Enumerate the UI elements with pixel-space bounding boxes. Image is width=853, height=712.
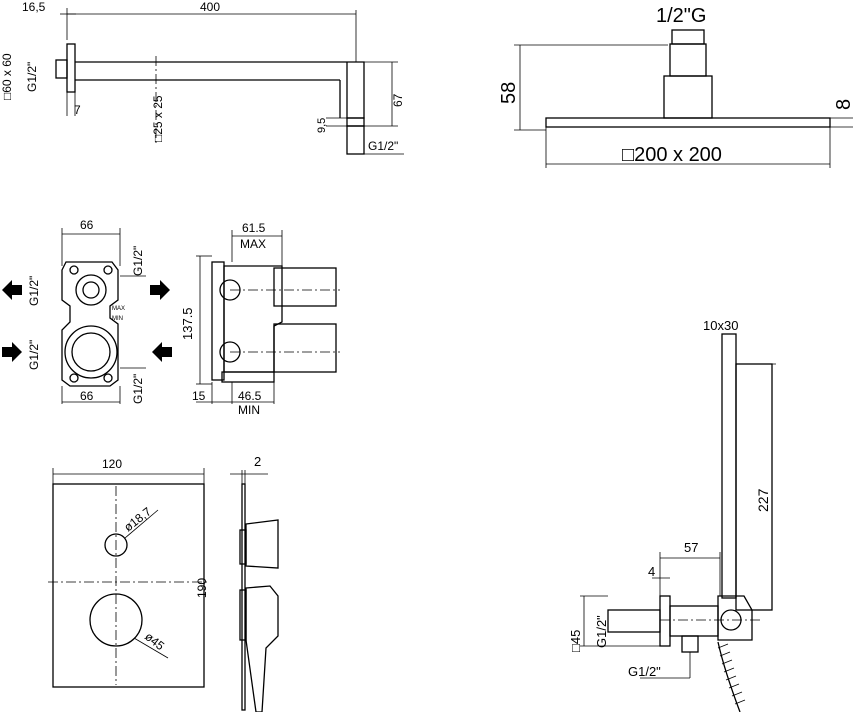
bracket-size-label: □45 [568,630,583,652]
mount-hole [103,373,113,383]
small-hole-label: ø18,7 [121,504,154,534]
inlet-arrow-icon [152,342,172,362]
side-mounting-plate [211,261,225,381]
leader-large-hole [133,637,169,659]
upper-port [75,274,107,306]
upper-port-inner [82,281,100,299]
outlet-offset-label: 4 [648,564,655,579]
trim-plate-front: 120 190 ø18,7 ø45 [48,457,210,688]
lower-port-inner [71,332,111,372]
outlet-arrow-icon [2,280,22,300]
side-base [221,371,275,383]
dim-length-label: 400 [200,0,220,14]
mount-hole [69,373,79,383]
outlet-connector [681,635,699,653]
flange-size-label: □60 x 60 [0,53,14,100]
handle-section-label: 10x30 [703,318,738,333]
hose-ribs [717,643,746,705]
outlet [346,125,365,155]
trim-plate [52,483,205,688]
wall-bracket [717,595,753,641]
lower-spindle [273,323,337,373]
trim-plate-side: 2 [230,454,279,712]
head-neck [663,75,713,119]
dim-depth-label: 16,5 [22,0,46,14]
flange-thread-label: G1/2" [25,62,39,92]
flange-thread [55,59,68,79]
min-depth-label: MIN [238,403,260,417]
outlet-elbow-body [669,605,719,637]
plate-side-section [241,483,246,711]
body-mark-max: MAX [112,306,125,312]
nozzle-height-label: 9,5 [316,118,328,133]
leader-small-hole [124,509,159,539]
lower-port [64,325,118,379]
hand-shower-length-label: 227 [755,488,771,512]
bottom-thread-label: G1/2" [628,664,661,679]
diverter-body-front: MAX MIN 66 66 G1/2" G1/2" G1/2" G1/2" [2,218,172,404]
width-top-label: 66 [80,218,94,232]
diverter-body-side: 61.5 MAX 137.5 15 46.5 MIN [180,221,340,417]
head-size-label: □200 x 200 [622,144,722,166]
outlet-thread-label: G1/2" [368,139,398,153]
shower-head-drawing: 1/2"G 58 8 □200 x 200 [498,5,853,168]
mount-hole [103,265,113,275]
arm-body [75,61,365,119]
wall-flange [66,43,76,93]
port-label-bottom-right: G1/2" [131,374,145,404]
width-bottom-label: 66 [80,389,94,403]
plate-height-label: 190 [195,578,209,598]
outlet-arrow-icon [150,280,170,300]
side-body [223,265,283,373]
drop-height-label: 67 [391,93,405,107]
outlet-nipple [607,609,661,633]
arm-section-label: □25 x 25 [151,95,165,142]
inlet-thread-label: 1/2"G [656,5,706,27]
mount-hole [69,265,79,275]
inlet-arrow-icon [2,342,22,362]
outlet-flange [659,595,671,647]
hand-shower-drawing: 10x30 227 57 4 □45 G1/2" G1/2" [568,318,776,712]
upper-spindle [273,267,337,307]
head-height-label: 58 [498,82,520,104]
inlet-hex [669,43,707,77]
min-depth-value: 46.5 [238,389,262,403]
body-mark-min: MIN [112,316,123,322]
nozzle [346,117,365,127]
body-height-label: 137.5 [180,307,195,340]
large-hole [89,593,143,647]
head-thickness-label: 8 [833,99,853,110]
max-depth-label: MAX [240,237,266,251]
inlet-nut [671,29,705,45]
port-label-top-right: G1/2" [131,246,145,276]
wall-offset-label: 7 [74,103,81,117]
shower-arm-drawing: 16,5 400 □60 x 60 G1/2" 7 □25 x 25 67 9,… [0,0,405,155]
hand-shower-handle [721,333,737,599]
plate-thickness-label: 2 [254,454,261,469]
mixer-lever [245,585,279,712]
side-thread-label: G1/2" [594,615,609,648]
selector-knob [245,519,279,569]
wall-depth-label: 15 [192,389,206,403]
plate-width-label: 120 [102,457,122,471]
outlet-reach-label: 57 [684,540,698,555]
port-label-left-lower: G1/2" [27,340,41,370]
max-depth-value: 61.5 [242,221,266,235]
hand-shower-head [735,363,773,611]
small-hole [104,533,128,557]
head-plate [545,117,831,128]
valve-body-outline [61,261,119,387]
port-label-left-upper: G1/2" [27,276,41,306]
large-hole-label: ø45 [142,629,167,653]
